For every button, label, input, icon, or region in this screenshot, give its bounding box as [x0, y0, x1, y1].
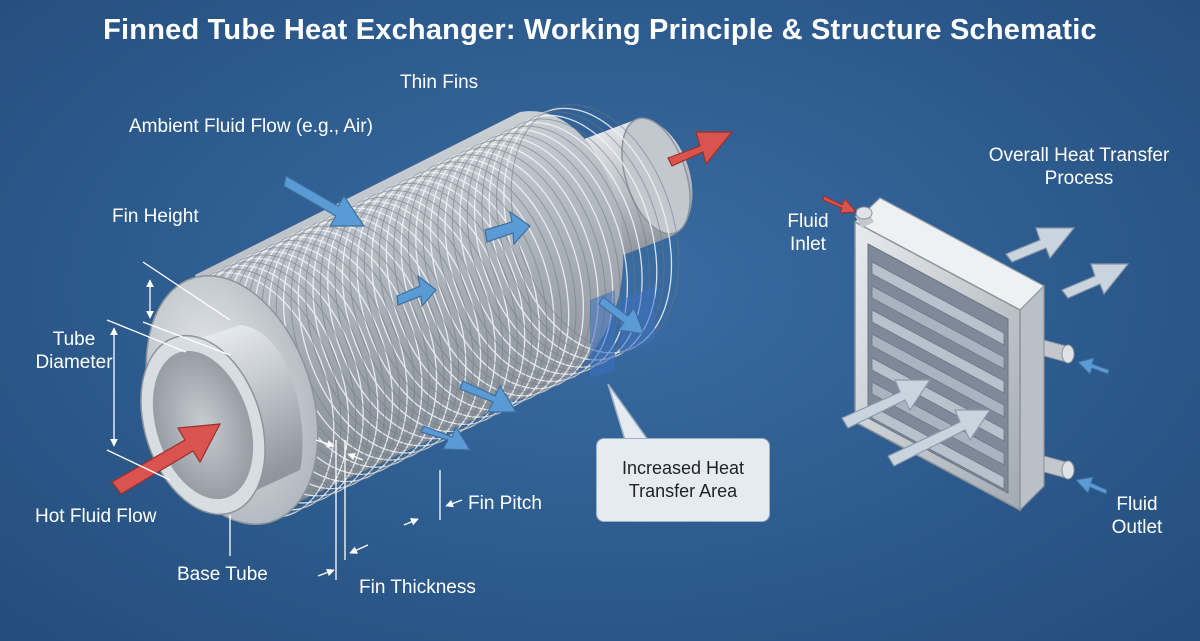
tube-diameter-label: Tube Diameter [30, 328, 118, 374]
diagram-title: Finned Tube Heat Exchanger: Working Prin… [103, 14, 1097, 46]
fin-pitch-label: Fin Pitch [468, 493, 542, 514]
hx-tube-row [871, 285, 1005, 370]
increased-area-line-1: Increased Heat [621, 458, 745, 478]
overall-process-line-2: Process [1044, 168, 1114, 189]
side-port-upper [1043, 339, 1075, 364]
fluid-inlet-label: Fluid Inlet [778, 210, 838, 256]
hx-tube-row [871, 333, 1005, 418]
air-out-arrow-1 [1005, 227, 1076, 263]
base-tube-label: Base Tube [177, 564, 268, 585]
overall-process-label: Overall Heat Transfer Process [972, 144, 1186, 190]
heat-exchanger-tube-rows [871, 261, 1005, 490]
fin-flow-arrow-3 [598, 296, 645, 335]
fin-flow-arrow-2 [396, 274, 437, 308]
air-in-arrow-1 [841, 379, 932, 429]
fluid-inlet-line-1: Fluid [787, 211, 829, 232]
fluid-inlet-line-2: Inlet [790, 234, 826, 255]
outlet-pipe [1043, 455, 1075, 480]
overall-process-line-1: Overall Heat Transfer [988, 145, 1170, 166]
heat-exchanger-unit [853, 197, 1075, 512]
tube-diameter-line-1: Tube [52, 329, 96, 350]
flow-arrows [111, 131, 734, 495]
fluid-outlet-arrow [1075, 476, 1108, 495]
hot-flow-outlet-arrow [667, 131, 734, 167]
fluid-inlet-arrow [822, 195, 858, 214]
fin-flow-arrow-4 [459, 380, 518, 413]
thin-fins-label: Thin Fins [400, 72, 479, 93]
hx-flow-arrows [822, 195, 1130, 495]
fin-flow-arrow-5 [420, 425, 472, 451]
dimension-lines [106, 261, 463, 580]
side-port-arrow [1077, 357, 1110, 375]
callout-pointer [607, 383, 650, 441]
fluid-outlet-line-1: Fluid [1116, 494, 1158, 515]
inlet-pipe [855, 206, 874, 228]
hx-tube-row [871, 261, 1005, 346]
air-out-arrow-2 [1061, 263, 1130, 299]
increased-area-callout: Increased Heat Transfer Area [596, 438, 770, 522]
fluid-outlet-label: Fluid Outlet [1102, 493, 1172, 539]
watermark-logo [590, 286, 655, 378]
hot-fluid-flow-label: Hot Fluid Flow [35, 506, 157, 527]
increased-area-line-2: Transfer Area [628, 481, 738, 501]
fin-height-label: Fin Height [112, 206, 199, 227]
hx-tube-row [871, 309, 1005, 394]
fin-flow-arrow-1 [484, 210, 531, 246]
air-in-arrow-2 [887, 409, 992, 467]
ambient-flow-label: Ambient Fluid Flow (e.g., Air) [129, 116, 373, 137]
tube-diameter-line-2: Diameter [35, 352, 113, 373]
ambient-flow-arrow [283, 175, 366, 227]
finned-tube [140, 104, 693, 525]
fluid-outlet-line-2: Outlet [1111, 517, 1163, 538]
base-tube-front [140, 325, 303, 516]
hot-flow-inlet-arrow [111, 423, 222, 495]
fin-thickness-label: Fin Thickness [359, 577, 476, 598]
